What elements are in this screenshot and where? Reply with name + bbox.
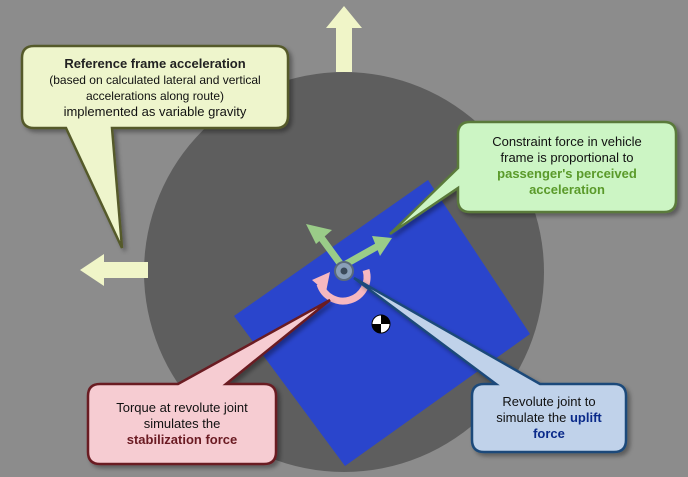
- reference-frame-line2: accelerations along route): [85, 89, 225, 103]
- up-arrow-icon: [326, 6, 362, 72]
- reference-frame-text: Reference frame acceleration (based on c…: [26, 56, 284, 120]
- constraint-force-line1: Constraint force in vehicle: [492, 134, 642, 149]
- torque-text: Torque at revolute joint simulates the s…: [92, 400, 272, 448]
- constraint-force-line2: frame is proportional to: [500, 150, 634, 165]
- revolute-line2-wrap: simulate the uplift: [476, 410, 622, 426]
- constraint-force-callout: [389, 120, 678, 236]
- torque-callout: [86, 298, 331, 466]
- constraint-force-arrows: [306, 224, 392, 270]
- revolute-text: Revolute joint to simulate the uplift fo…: [476, 394, 622, 442]
- reference-frame-callout: [20, 44, 290, 249]
- revolute-callout: [353, 276, 628, 454]
- constraint-force-highlight1: passenger's perceived: [497, 166, 637, 181]
- reference-frame-line1: (based on calculated lateral and vertica…: [49, 73, 261, 87]
- torque-line2: simulates the: [143, 416, 221, 431]
- constraint-force-text: Constraint force in vehicle frame is pro…: [462, 134, 672, 198]
- revolute-highlight1: uplift: [569, 410, 602, 425]
- revolute-highlight2: force: [533, 426, 565, 441]
- center-of-mass-icon: [371, 314, 391, 334]
- reference-frame-title: Reference frame acceleration: [64, 56, 246, 71]
- revolute-line1: Revolute joint to: [502, 394, 596, 409]
- revolute-line2: simulate the: [496, 410, 567, 425]
- reference-frame-line3: implemented as variable gravity: [63, 104, 247, 119]
- left-arrow-icon: [80, 254, 148, 286]
- constraint-force-highlight2: acceleration: [529, 182, 605, 197]
- torque-arc-icon: [316, 268, 371, 305]
- torque-line1: Torque at revolute joint: [116, 400, 248, 415]
- torque-highlight: stabilization force: [126, 432, 238, 447]
